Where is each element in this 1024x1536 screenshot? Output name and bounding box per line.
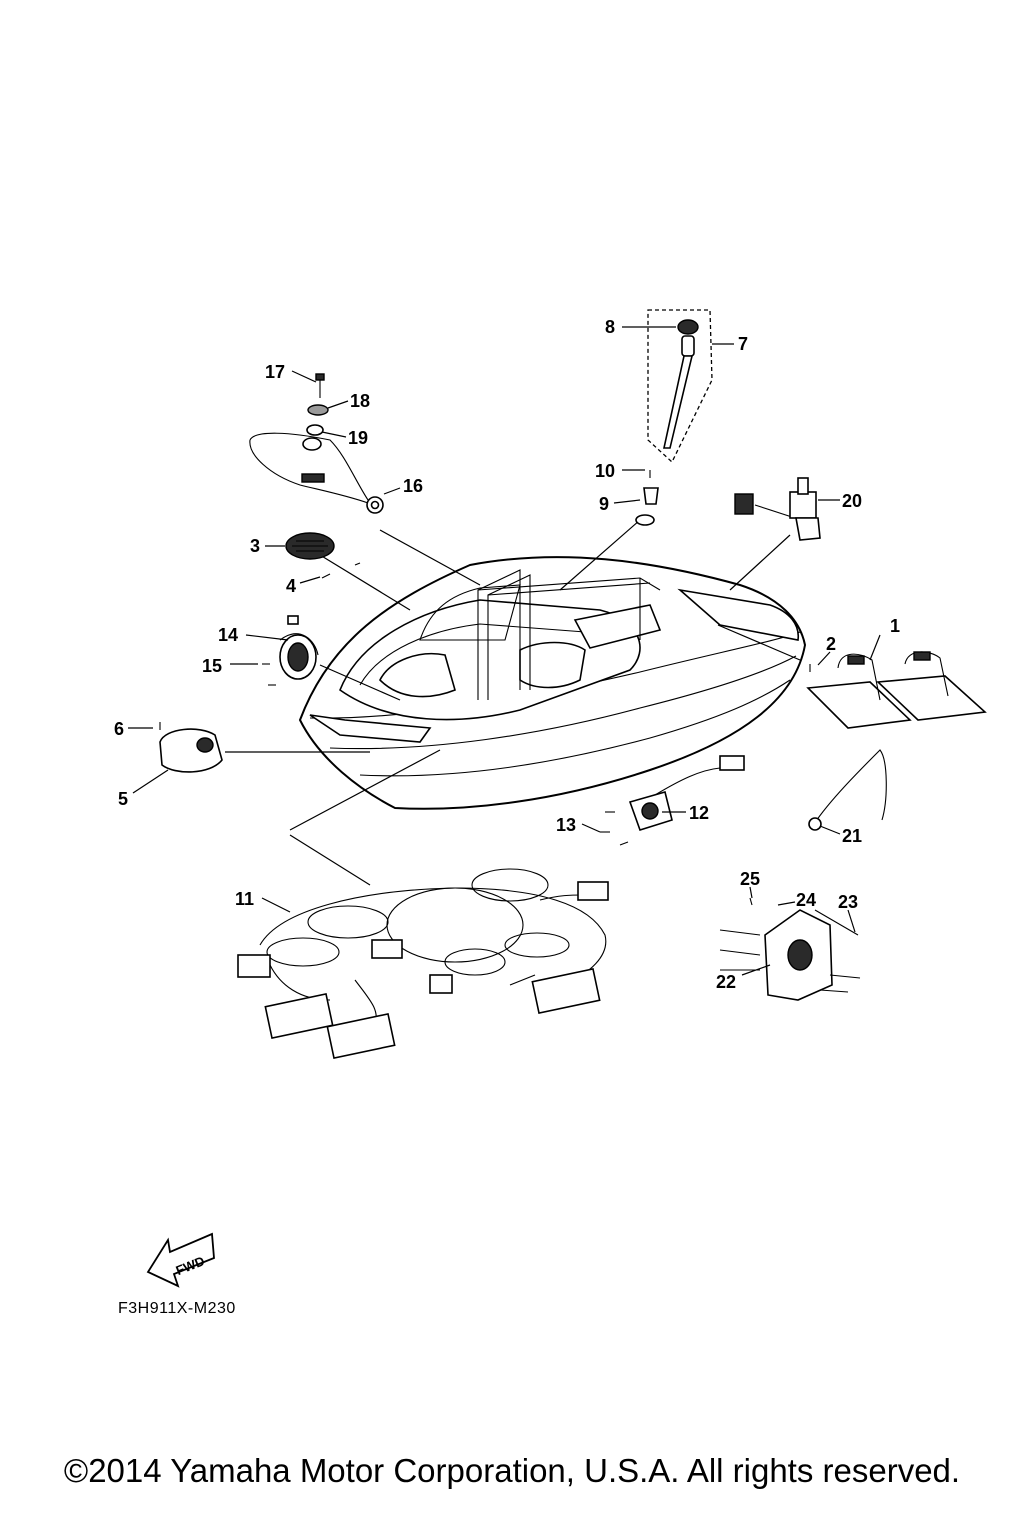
callout-5: 5 [118,789,128,809]
callout-11: 11 [235,889,254,909]
callout-24: 24 [796,890,816,910]
callouts: 1 2 3 4 5 6 7 8 9 10 11 12 13 14 15 16 1 [114,317,900,992]
callout-9: 9 [599,494,609,514]
callout-14: 14 [218,625,238,645]
callout-25: 25 [740,869,760,889]
fwd-arrow-icon: FWD [146,1232,215,1288]
callout-15: 15 [202,656,222,676]
light-part [159,722,223,773]
callout-4: 4 [286,576,296,596]
callout-7: 7 [738,334,748,354]
connector-plate-part [600,755,745,846]
callout-21: 21 [842,826,862,846]
battery-cable-assembly [249,373,384,514]
callout-6: 6 [114,719,124,739]
antenna-part [635,309,713,526]
ground-wire-part [808,749,887,831]
callout-2: 2 [826,634,836,654]
sensor-part [734,477,821,541]
callout-17: 17 [265,362,285,382]
callout-18: 18 [350,391,370,411]
callout-1: 1 [890,616,900,636]
callout-20: 20 [842,491,862,511]
battery-holder-part [806,651,987,729]
callout-13: 13 [556,815,576,835]
callout-19: 19 [348,428,368,448]
callout-10: 10 [595,461,615,481]
callout-23: 23 [838,892,858,912]
speaker-part [262,615,319,686]
boat-hull [298,556,807,810]
callout-16: 16 [403,476,423,496]
wire-harness-part [237,868,609,1060]
control-bracket-part [719,897,861,1001]
callout-22: 22 [716,972,736,992]
drawing-code: F3H911X-M230 [118,1300,236,1317]
callout-3: 3 [250,536,260,556]
speaker-plate-part [285,532,361,579]
copyright-notice: ©2014 Yamaha Motor Corporation, U.S.A. A… [63,1452,961,1489]
callout-8: 8 [605,317,615,337]
assembly-leaders [225,519,801,886]
callout-12: 12 [689,803,709,823]
